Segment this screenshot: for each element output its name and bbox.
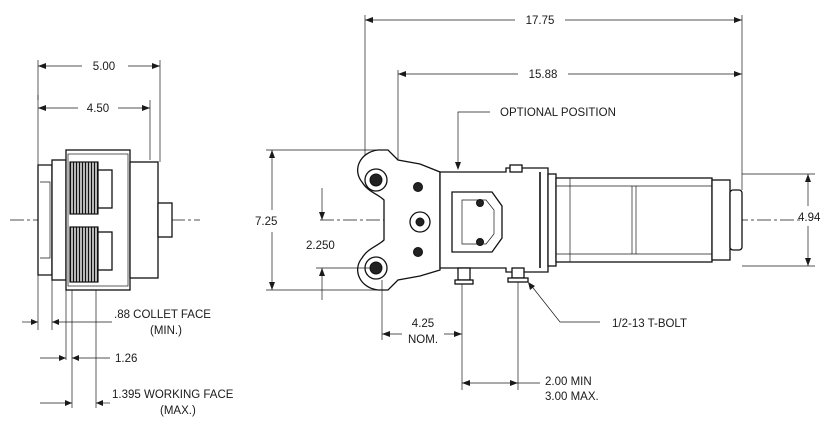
- t-bolt-rear: [511, 267, 525, 279]
- arrowhead: [152, 63, 160, 69]
- optional-position-label: OPTIONAL POSITION: [500, 107, 616, 119]
- upper-pivot-pin: [369, 173, 383, 187]
- upper-cap: [97, 169, 113, 209]
- dim-nominal-label: NOM.: [408, 334, 438, 346]
- arrowhead: [65, 400, 72, 406]
- cylinder-collar: [547, 173, 557, 267]
- cylinder-tube: [555, 177, 713, 263]
- lower-pivot-pin: [369, 261, 383, 275]
- window-link: [461, 199, 495, 245]
- end-cap: [711, 179, 731, 261]
- optional-position-leader: [457, 111, 490, 165]
- arrowhead: [455, 162, 461, 170]
- end-housing-inner: [67, 153, 129, 287]
- arrowhead: [462, 380, 470, 386]
- dim-collet-face: .88 COLLET FACE: [114, 309, 211, 321]
- upper-coil: [69, 161, 99, 215]
- arrowhead: [734, 17, 742, 23]
- t-bolt-rear-head: [507, 277, 529, 283]
- link-pin: [413, 247, 423, 257]
- dim-working-max: (MAX.): [160, 405, 196, 417]
- t-bolt-front: [457, 267, 471, 281]
- end-view: 5.00 4.50 .88 COLLET FACE (MIN.) 1.26 1.…: [10, 60, 234, 417]
- arrowhead: [52, 319, 59, 325]
- arrowhead: [454, 331, 462, 337]
- arrowhead: [142, 105, 150, 111]
- arrowhead: [382, 331, 390, 337]
- dim-overall-length: 17.75: [526, 15, 555, 27]
- arrowhead: [734, 71, 742, 77]
- window-pin: [476, 238, 484, 246]
- arrowhead: [805, 174, 811, 182]
- dim-working-face: 1.395 WORKING FACE: [112, 389, 234, 401]
- side-view: 17.75 15.88 OPTIONAL POSITION 7.25 2.250: [255, 15, 821, 403]
- dim-min: 2.00 MIN: [545, 376, 592, 388]
- arrowhead: [269, 150, 275, 158]
- lower-coil: [69, 226, 99, 283]
- arrowhead: [31, 319, 38, 325]
- collet-plate-inner: [40, 181, 51, 259]
- dim-width-inner: 4.50: [87, 103, 109, 115]
- center-pivot-pin: [415, 217, 425, 227]
- t-bolt-front-head: [454, 279, 474, 285]
- lower-cap: [97, 231, 113, 271]
- rear-boss: [157, 202, 173, 238]
- tbolt-label: 1/2-13 T-BOLT: [612, 318, 687, 330]
- arrowhead: [59, 355, 66, 361]
- arrowhead: [319, 268, 325, 276]
- dim-height: 7.25: [255, 216, 277, 228]
- dim-126: 1.26: [115, 353, 137, 365]
- arrowhead: [72, 355, 79, 361]
- link-pin: [413, 182, 423, 192]
- arrowhead: [38, 63, 46, 69]
- arrowhead: [319, 212, 325, 220]
- end-cap-nub: [729, 189, 743, 251]
- dim-collet-min: (MIN.): [150, 325, 182, 337]
- dim-max: 3.00 MAX.: [545, 391, 599, 403]
- collet-body: [51, 159, 67, 281]
- arrowhead: [365, 17, 373, 23]
- arrowhead: [269, 282, 275, 290]
- arrowhead: [38, 105, 46, 111]
- dim-clamp-height: 4.94: [798, 212, 821, 224]
- window-pin: [476, 199, 484, 207]
- arrowhead: [805, 258, 811, 266]
- arrowhead: [510, 380, 518, 386]
- dim-pivot-length: 15.88: [529, 69, 558, 81]
- arrowhead: [398, 71, 406, 77]
- arrowhead: [96, 400, 103, 406]
- dim-width-outer: 5.00: [93, 61, 115, 73]
- dim-nominal-value: 4.25: [412, 318, 434, 330]
- rear-flange: [129, 161, 159, 279]
- arrowhead: [528, 282, 535, 290]
- tbolt-leader: [529, 283, 600, 323]
- dim-pin-spacing: 2.250: [306, 240, 335, 252]
- top-fitting: [509, 164, 523, 173]
- body-window: [451, 191, 503, 253]
